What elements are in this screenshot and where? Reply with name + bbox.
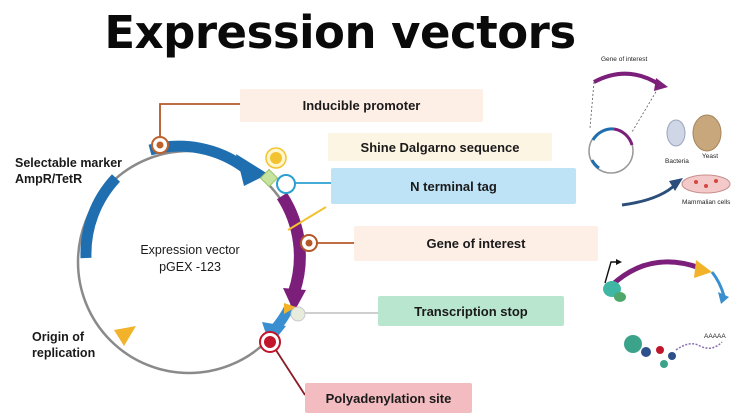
origin-line2: replication bbox=[32, 346, 96, 360]
selectable-marker-segment bbox=[80, 174, 121, 259]
origin-line1: Origin of bbox=[32, 330, 85, 344]
polyA-leader-line bbox=[271, 343, 306, 396]
page-title: Expression vectors bbox=[104, 6, 576, 59]
polyadenylation-site-label: Polyadenylation site bbox=[305, 383, 472, 413]
n-terminal-tag-label: N terminal tag bbox=[331, 168, 576, 204]
inducible-promoter-label: Inducible promoter bbox=[240, 89, 483, 122]
shine-dalgarno-label: Shine Dalgarno sequence bbox=[328, 133, 552, 161]
right-panel-illustrations: Gene of interest Bacteria Yeast Mammalia… bbox=[588, 56, 731, 368]
plasmid-name: Expression vector pGEX -123 bbox=[120, 242, 260, 276]
poly-a-tail-label: AAAAA bbox=[704, 333, 726, 340]
gene-of-interest-segment bbox=[276, 192, 306, 294]
rbs-diamond bbox=[259, 168, 279, 188]
n-terminal-tag-marker bbox=[276, 174, 296, 194]
transcription-stop-marker bbox=[290, 306, 306, 322]
transcription-stop-label: Transcription stop bbox=[378, 296, 564, 326]
selectable-marker-line2: AmpR/TetR bbox=[15, 172, 83, 186]
plasmid-name-line1: Expression vector bbox=[140, 243, 240, 257]
gene-arrowhead bbox=[283, 288, 306, 312]
yeast-label: Yeast bbox=[702, 153, 718, 160]
origin-triangle bbox=[114, 326, 136, 346]
selectable-marker-label: Selectable marker AmpR/TetR bbox=[15, 155, 122, 187]
gene-of-interest-small-label: Gene of interest bbox=[601, 56, 647, 63]
promoter-leader-line bbox=[159, 103, 242, 142]
bacteria-label: Bacteria bbox=[665, 158, 689, 165]
origin-of-replication-label: Origin of replication bbox=[32, 329, 95, 361]
mammalian-cells-label: Mammalian cells bbox=[682, 199, 731, 206]
stop-triangle bbox=[284, 303, 296, 314]
plasmid-name-line2: pGEX -123 bbox=[159, 260, 221, 274]
sd-tick bbox=[287, 206, 327, 231]
gene-of-interest-label: Gene of interest bbox=[354, 226, 598, 261]
selectable-marker-line1: Selectable marker bbox=[15, 156, 123, 170]
